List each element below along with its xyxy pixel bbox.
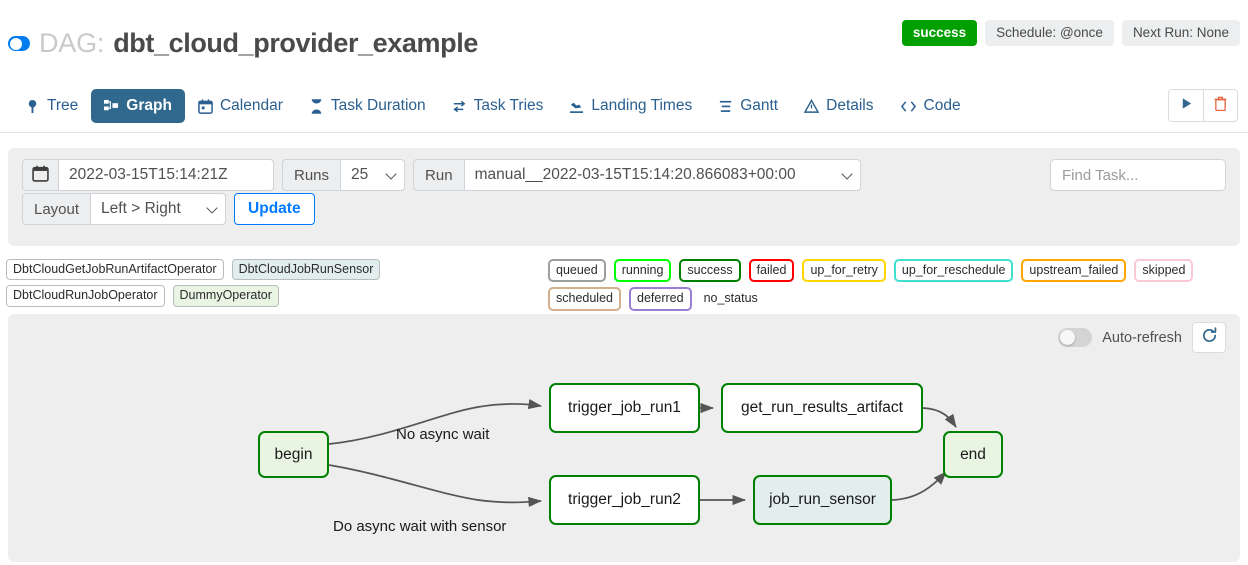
- edge-label-no-async-wait: No async wait: [396, 426, 490, 443]
- calendar-button[interactable]: [22, 159, 59, 191]
- tab-gantt[interactable]: Gantt: [705, 89, 791, 123]
- delete-dag-button[interactable]: [1203, 90, 1237, 121]
- trash-icon: [1214, 96, 1227, 116]
- dag-prefix-label: DAG:: [39, 28, 105, 58]
- operator-chip[interactable]: DbtCloudJobRunSensor: [231, 259, 381, 281]
- tab-label: Gantt: [740, 97, 779, 114]
- runs-select[interactable]: 25: [341, 159, 406, 191]
- state-chip-failed[interactable]: failed: [748, 259, 795, 283]
- next-run-badge: Next Run: None: [1121, 20, 1240, 46]
- warning-triangle-icon: [804, 98, 820, 114]
- graph-node-job-run-sensor[interactable]: job_run_sensor: [753, 475, 892, 525]
- tab-label: Landing Times: [591, 97, 693, 114]
- run-select[interactable]: manual__2022-03-15T15:14:20.866083+00:00: [464, 159, 861, 191]
- dag-nav-tabs: Tree Graph Calendar Task Duration Task T…: [0, 80, 1248, 133]
- graph-toolbar: Auto-refresh: [1058, 322, 1226, 353]
- state-legend: queued running success failed up_for_ret…: [548, 259, 1244, 311]
- graph-node-trigger-job-run2[interactable]: trigger_job_run2: [549, 475, 700, 525]
- refresh-icon: [1201, 326, 1218, 349]
- refresh-button[interactable]: [1192, 322, 1226, 353]
- state-chip-upstream-failed[interactable]: upstream_failed: [1021, 259, 1127, 283]
- trigger-dag-button[interactable]: [1169, 90, 1203, 121]
- gantt-icon: [718, 99, 733, 114]
- run-group: Run manual__2022-03-15T15:14:20.866083+0…: [413, 159, 861, 191]
- layout-label: Layout: [22, 193, 92, 225]
- update-button[interactable]: Update: [234, 193, 315, 225]
- tab-calendar[interactable]: Calendar: [185, 89, 296, 123]
- tab-code[interactable]: Code: [887, 89, 974, 123]
- hourglass-icon: [309, 98, 324, 114]
- find-task-input[interactable]: Find Task...: [1050, 159, 1226, 191]
- execution-date-input[interactable]: 2022-03-15T15:14:21Z: [59, 159, 274, 191]
- tab-label: Task Tries: [473, 97, 544, 114]
- graph-icon: [104, 99, 119, 114]
- play-icon: [1180, 97, 1193, 115]
- operator-chip[interactable]: DbtCloudRunJobOperator: [6, 285, 165, 307]
- graph-node-begin[interactable]: begin: [258, 431, 329, 478]
- graph-node-get-run-results-artifact[interactable]: get_run_results_artifact: [721, 383, 923, 433]
- state-chip-queued[interactable]: queued: [548, 259, 606, 283]
- dag-filter-toolbar: 2022-03-15T15:14:21Z Runs 25 Run manual_…: [8, 148, 1240, 246]
- tab-tree[interactable]: Tree: [12, 89, 91, 123]
- schedule-badge: Schedule: @once: [985, 20, 1114, 46]
- tab-label: Task Duration: [330, 97, 426, 114]
- graph-node-trigger-job-run1[interactable]: trigger_job_run1: [549, 383, 700, 433]
- legend-row: DbtCloudGetJobRunArtifactOperator DbtClo…: [0, 256, 1248, 311]
- state-chip-deferred[interactable]: deferred: [629, 287, 692, 311]
- state-chip-up-for-reschedule[interactable]: up_for_reschedule: [893, 259, 1014, 283]
- tab-details[interactable]: Details: [791, 89, 886, 123]
- state-chip-skipped[interactable]: skipped: [1134, 259, 1194, 283]
- header-badges: success Schedule: @once Next Run: None: [901, 20, 1240, 46]
- tab-task-duration[interactable]: Task Duration: [296, 89, 439, 123]
- graph-edges: [328, 399, 957, 508]
- dag-graph-panel: Auto-refresh begin trigger_job_run1: [8, 314, 1240, 562]
- state-chip-up-for-retry[interactable]: up_for_retry: [802, 259, 886, 283]
- state-chip-success[interactable]: success: [679, 259, 741, 283]
- run-label: Run: [413, 159, 465, 191]
- state-chip-no-status[interactable]: no_status: [703, 291, 758, 306]
- state-chip-running[interactable]: running: [613, 259, 672, 283]
- operator-chip[interactable]: DummyOperator: [172, 285, 279, 307]
- tab-landing-times[interactable]: Landing Times: [556, 89, 705, 123]
- page-header: DAG: dbt_cloud_provider_example success …: [0, 0, 1248, 70]
- runs-group: Runs 25: [282, 159, 406, 191]
- tab-label: Details: [826, 97, 874, 114]
- operator-legend: DbtCloudGetJobRunArtifactOperator DbtClo…: [6, 259, 536, 307]
- state-chip-scheduled[interactable]: scheduled: [548, 287, 621, 311]
- graph-node-end[interactable]: end: [943, 431, 1003, 478]
- dag-name-label: dbt_cloud_provider_example: [113, 28, 478, 58]
- execution-date-group: 2022-03-15T15:14:21Z: [22, 159, 274, 191]
- tab-task-tries[interactable]: Task Tries: [439, 89, 557, 123]
- retry-icon: [452, 99, 467, 114]
- tab-label: Tree: [47, 97, 79, 114]
- dag-action-buttons: [1168, 89, 1238, 122]
- dag-pause-toggle-icon[interactable]: [8, 36, 30, 51]
- runs-label: Runs: [282, 159, 342, 191]
- code-icon: [900, 99, 917, 114]
- edge-label-do-async-wait-with-sensor: Do async wait with sensor: [333, 518, 507, 535]
- layout-select[interactable]: Left > Right: [91, 193, 227, 225]
- status-badge: success: [901, 20, 978, 46]
- tab-label: Calendar: [219, 97, 283, 114]
- operator-chip[interactable]: DbtCloudGetJobRunArtifactOperator: [6, 259, 224, 281]
- tree-icon: [25, 99, 40, 114]
- landing-icon: [569, 99, 584, 114]
- auto-refresh-label: Auto-refresh: [1102, 329, 1182, 346]
- layout-group: Layout Left > Right: [22, 193, 227, 225]
- calendar-icon: [32, 165, 49, 186]
- tab-graph[interactable]: Graph: [91, 89, 185, 123]
- tab-label: Graph: [126, 97, 172, 114]
- auto-refresh-toggle[interactable]: [1058, 328, 1093, 347]
- calendar-icon: [198, 98, 213, 114]
- dag-title: DAG: dbt_cloud_provider_example: [8, 28, 478, 59]
- tab-label: Code: [923, 97, 961, 114]
